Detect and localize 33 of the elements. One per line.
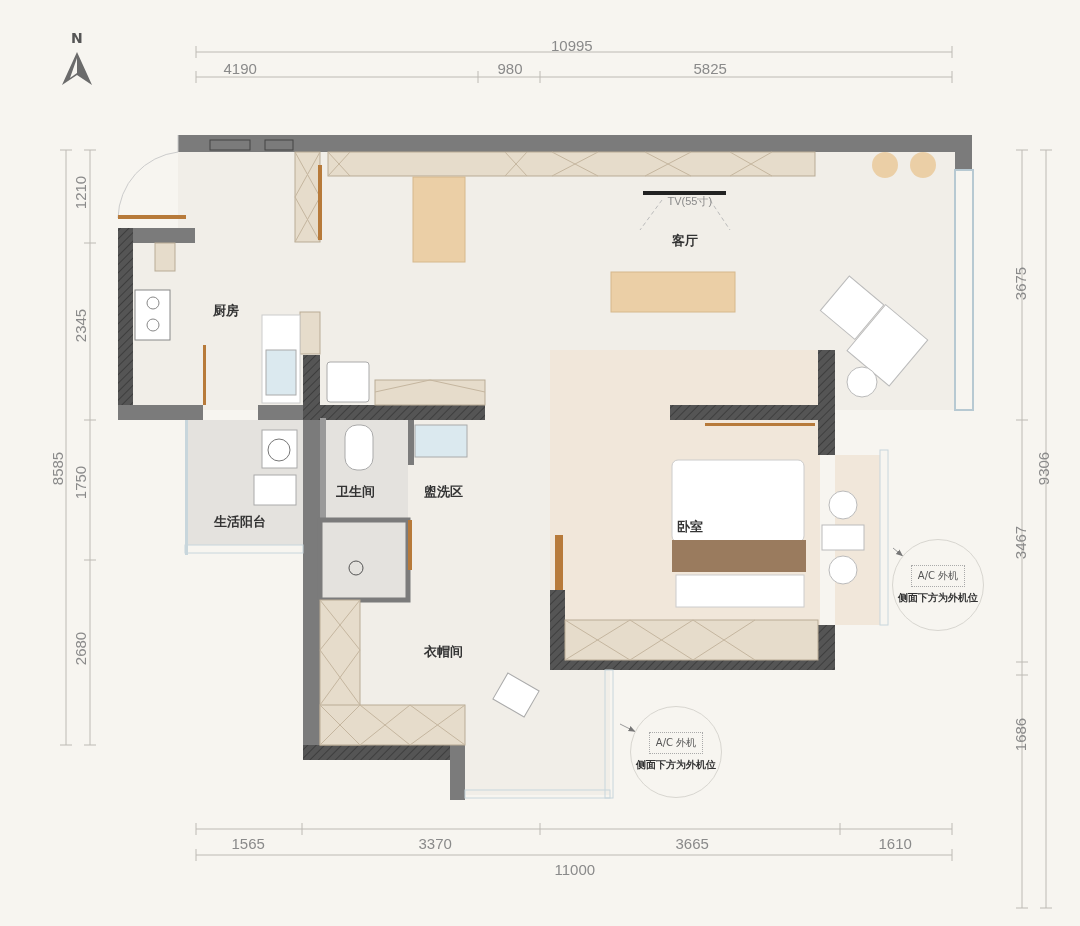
dimension-label: 980 [497, 60, 523, 76]
dimension-label: 3467 [1012, 525, 1028, 559]
dimension-label: 1750 [72, 465, 88, 499]
dimension-label: 3675 [1012, 266, 1028, 300]
room-label: 卧室 [677, 519, 703, 533]
room-label: 衣帽间 [423, 644, 463, 658]
leader-line [619, 723, 636, 732]
note-text: 侧面下方为外机位 [898, 591, 978, 605]
dimension-label: 2345 [72, 308, 88, 342]
dimension-label: 5825 [693, 60, 727, 76]
room-label: 客厅 [672, 233, 698, 247]
dimension-label: 2680 [72, 631, 88, 665]
room-label: 生活阳台 [214, 514, 266, 528]
unit-label: A/C 外机 [648, 732, 704, 754]
room-label: 盥洗区 [423, 484, 463, 498]
dimension-label: 1610 [878, 835, 912, 851]
dimension-label: 4190 [223, 60, 257, 76]
tv-label: TV(55寸) [667, 195, 713, 207]
dimension-label: 10995 [551, 37, 593, 53]
dimension-label: 11000 [554, 861, 596, 877]
dimension-label: 3665 [675, 835, 709, 851]
dimension-label: 1686 [1012, 717, 1028, 751]
dimension-label: 8585 [49, 451, 65, 485]
note-text: 侧面下方为外机位 [636, 758, 716, 772]
north-label: N [71, 31, 83, 45]
dimension-label: 3370 [418, 835, 452, 851]
unit-label: A/C 外机 [910, 565, 966, 587]
leader-line [892, 547, 903, 557]
dimension-label: 9306 [1035, 451, 1051, 485]
dimension-label: 1565 [231, 835, 265, 851]
room-label: 厨房 [213, 303, 239, 317]
dimension-label: 1210 [72, 175, 88, 209]
room-label: 卫生间 [335, 484, 375, 498]
